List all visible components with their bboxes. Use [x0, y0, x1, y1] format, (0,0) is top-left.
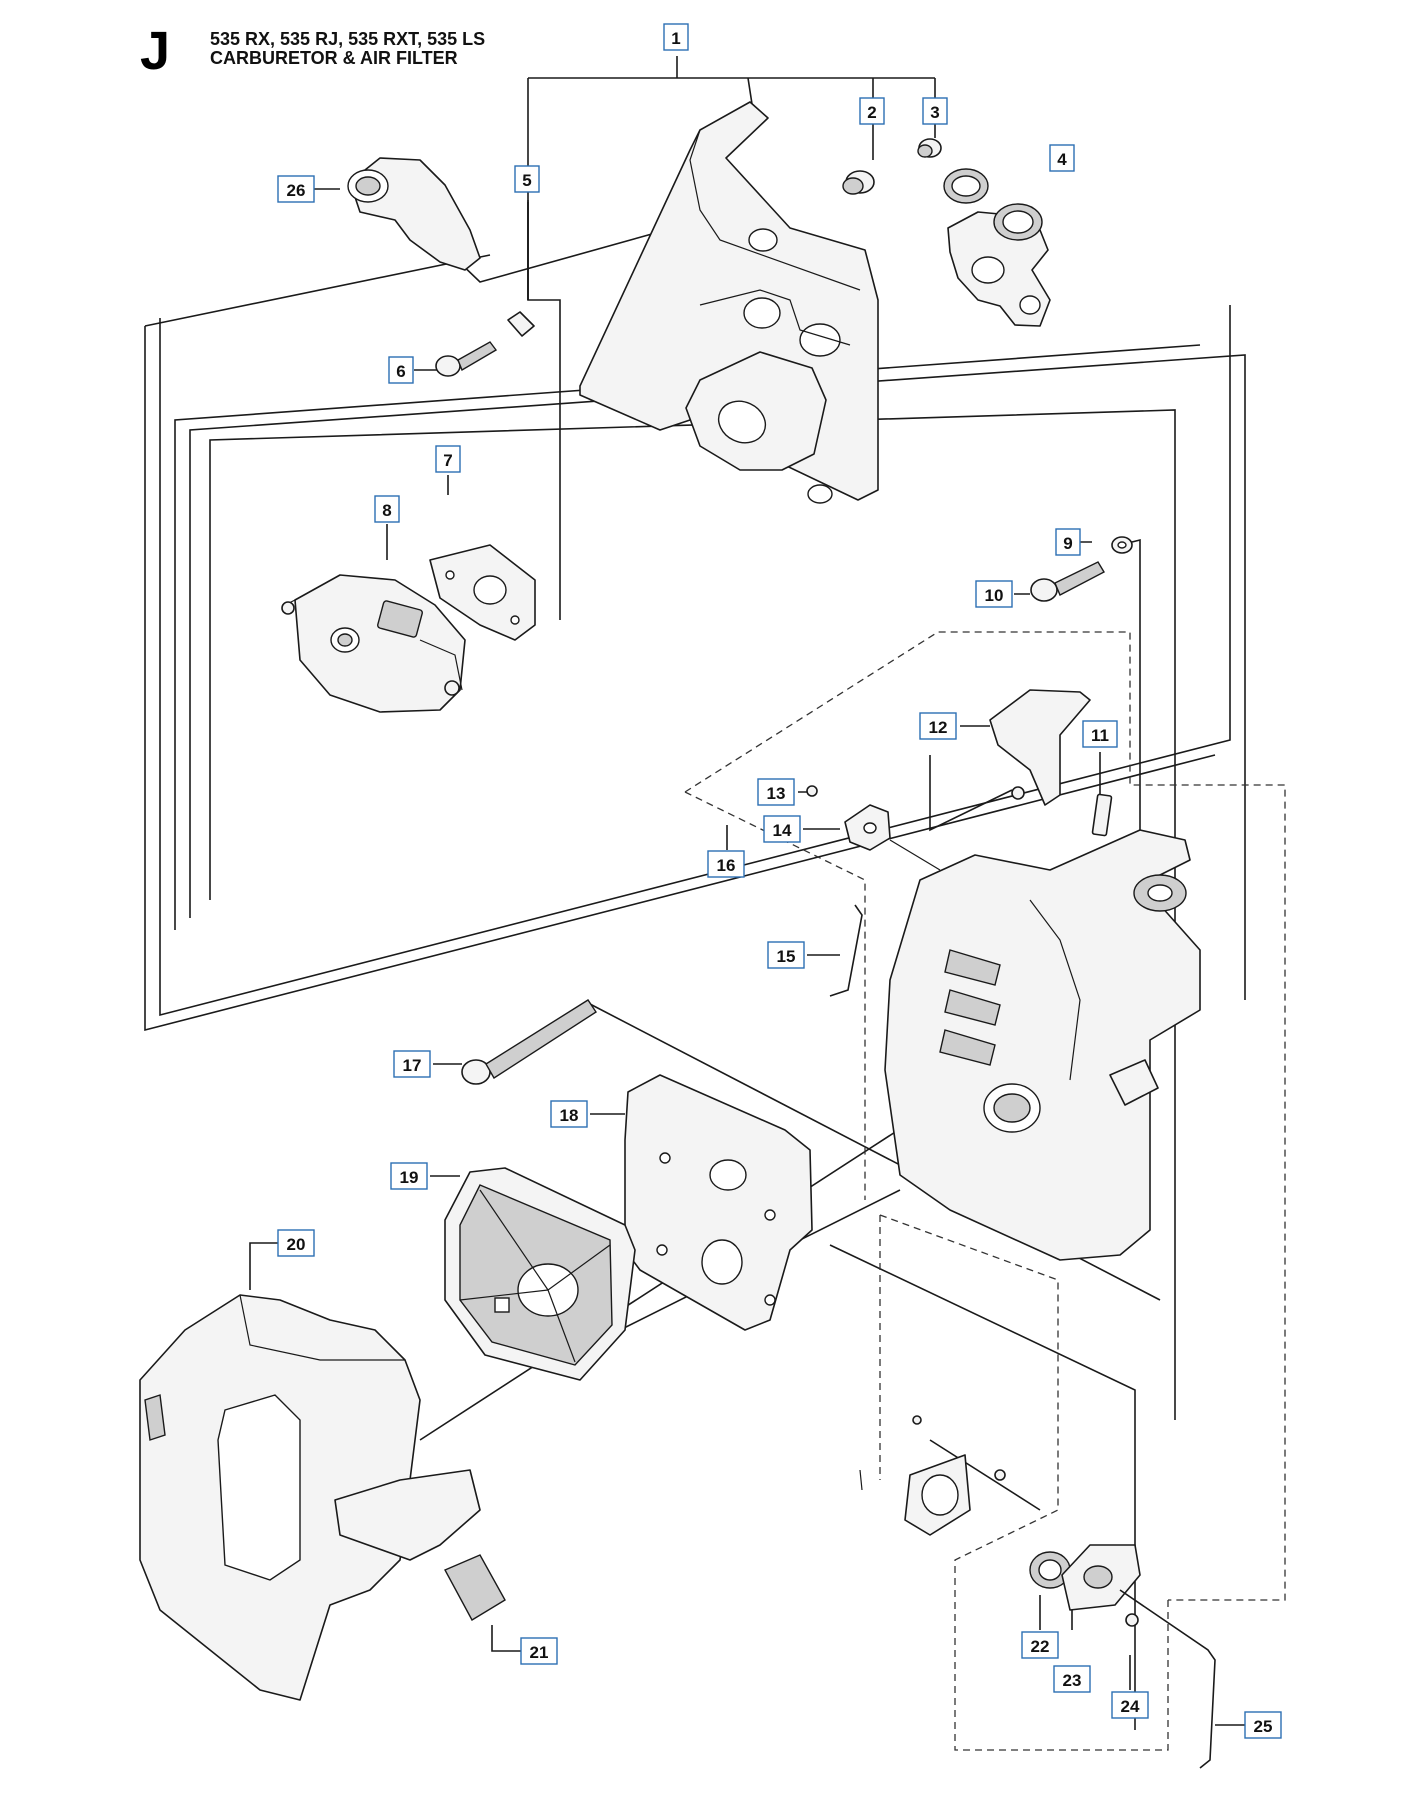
- callout-5: 5: [514, 165, 540, 193]
- diagram-title: 535 RX, 535 RJ, 535 RXT, 535 LS CARBURET…: [210, 30, 485, 68]
- part-18-filter-element: [624, 1074, 813, 1331]
- part-8-carburetor: [281, 574, 466, 713]
- callout-7: 7: [435, 445, 461, 473]
- svg-text:3: 3: [930, 103, 939, 122]
- callout-labels: 1 2 3 4 5 6 7 8 9 10 11 12 13 14 15 16 1…: [277, 23, 1282, 1739]
- part-12-lever: [989, 689, 1091, 806]
- part-22-seal-ring: [1029, 1551, 1071, 1589]
- part-13-screw: [806, 785, 818, 797]
- callout-18: 18: [550, 1100, 588, 1128]
- svg-text:15: 15: [777, 947, 796, 966]
- callout-20: 20: [277, 1229, 315, 1257]
- part-11-clip: [1091, 793, 1113, 837]
- callout-15: 15: [767, 941, 805, 969]
- svg-text:12: 12: [929, 718, 948, 737]
- svg-text:1: 1: [671, 29, 680, 48]
- part-14-choke-arm: [844, 804, 941, 871]
- part-4-gasket: [943, 168, 1051, 327]
- callout-3: 3: [922, 97, 948, 125]
- part-2-bushing: [842, 170, 875, 195]
- part-1-intake-adapter: [579, 101, 879, 504]
- callout-10: 10: [975, 580, 1013, 608]
- callout-8: 8: [374, 495, 400, 523]
- part-24-screw: [1125, 1613, 1139, 1627]
- callout-21: 21: [520, 1637, 558, 1665]
- svg-text:19: 19: [400, 1168, 419, 1187]
- svg-text:21: 21: [530, 1643, 549, 1662]
- svg-text:5: 5: [522, 171, 531, 190]
- title-line: CARBURETOR & AIR FILTER: [210, 48, 458, 68]
- callout-25: 25: [1244, 1711, 1282, 1739]
- svg-text:8: 8: [382, 501, 391, 520]
- part-26-intake-elbow: [347, 157, 481, 271]
- callout-23: 23: [1053, 1665, 1091, 1693]
- part-7-gasket: [429, 544, 536, 641]
- callout-12: 12: [919, 712, 957, 740]
- callout-24: 24: [1111, 1691, 1149, 1719]
- svg-text:26: 26: [287, 181, 306, 200]
- callout-1: 1: [663, 23, 689, 51]
- part-21-latch: [334, 1469, 506, 1621]
- callout-26: 26: [277, 175, 315, 203]
- part-16-filter-housing: [884, 829, 1201, 1261]
- callout-11: 11: [1082, 720, 1118, 748]
- svg-text:7: 7: [443, 451, 452, 470]
- models-line: 535 RX, 535 RJ, 535 RXT, 535 LS: [210, 29, 486, 49]
- svg-text:20: 20: [287, 1235, 306, 1254]
- part-9-washer: [1111, 536, 1133, 554]
- callout-6: 6: [388, 356, 414, 384]
- part-20-cover: [139, 1294, 421, 1701]
- callout-14: 14: [763, 815, 801, 843]
- part-5-sleeve: [507, 311, 535, 337]
- part-10-screw: [1030, 561, 1105, 602]
- part-6-screw: [435, 341, 498, 377]
- svg-text:13: 13: [767, 784, 786, 803]
- part-15-rod: [829, 904, 863, 997]
- svg-text:24: 24: [1121, 1697, 1140, 1716]
- svg-text:14: 14: [773, 821, 792, 840]
- callout-19: 19: [390, 1162, 428, 1190]
- svg-text:22: 22: [1031, 1637, 1050, 1656]
- callout-2: 2: [859, 97, 885, 125]
- svg-text:18: 18: [560, 1106, 579, 1125]
- callout-17: 17: [393, 1050, 431, 1078]
- svg-text:4: 4: [1057, 150, 1067, 169]
- svg-text:10: 10: [985, 586, 1004, 605]
- part-19-filter-holder: [444, 1167, 636, 1381]
- callout-16: 16: [707, 850, 745, 878]
- part-17-long-screw: [461, 999, 597, 1085]
- part-25-rod: [1119, 1589, 1216, 1769]
- part-23-choke-plate: [1061, 1544, 1141, 1611]
- dashed-group-outlines: [684, 631, 1286, 1751]
- section-letter: J: [140, 21, 171, 81]
- svg-text:2: 2: [867, 103, 876, 122]
- svg-text:17: 17: [403, 1056, 422, 1075]
- svg-text:25: 25: [1254, 1717, 1273, 1736]
- callout-4: 4: [1049, 144, 1075, 172]
- svg-text:16: 16: [717, 856, 736, 875]
- callout-13: 13: [757, 778, 795, 806]
- part-3-bushing: [917, 138, 942, 158]
- callout-9: 9: [1055, 528, 1081, 556]
- lower-choke-assembly: [859, 1415, 1006, 1536]
- callout-22: 22: [1021, 1631, 1059, 1659]
- svg-text:6: 6: [396, 362, 405, 381]
- svg-text:9: 9: [1063, 534, 1072, 553]
- svg-text:23: 23: [1063, 1671, 1082, 1690]
- svg-text:11: 11: [1091, 726, 1109, 745]
